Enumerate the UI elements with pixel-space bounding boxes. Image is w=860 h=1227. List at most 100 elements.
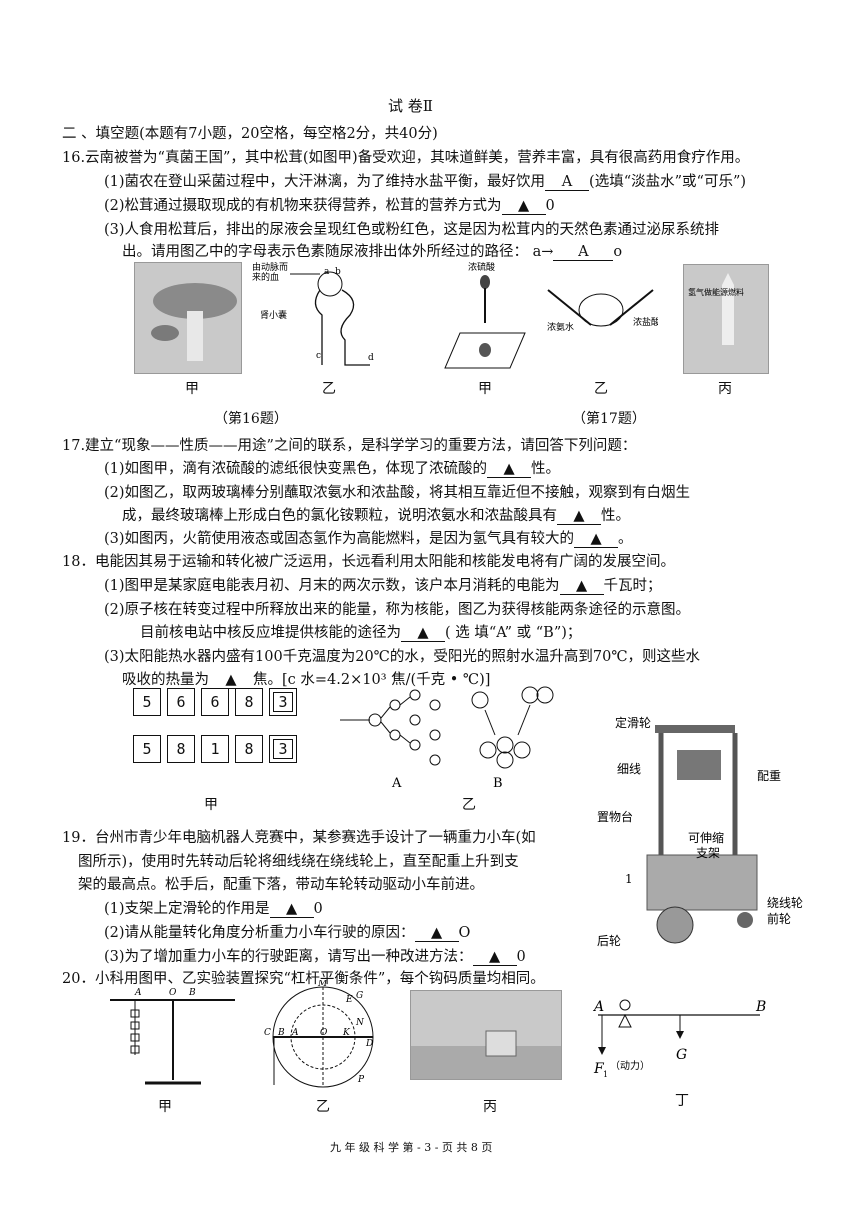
meter1-digit-1: 5 (133, 688, 161, 716)
car-label-rear: 后轮 (597, 934, 621, 948)
page-footer: 九 年 级 科 学 第 - 3 - 页 共 8 页 (330, 1141, 493, 1154)
q18-p2-text: 目前核电站中核反应堆提供核能的途径为 (140, 625, 401, 641)
kidney-b: b (335, 267, 341, 277)
lever-ding-svg: A B G F 1 （动力） (592, 999, 766, 1079)
rocket-label: 氢气做能源燃料 (688, 287, 744, 297)
kidney-d: d (368, 353, 374, 363)
q18-part2a: (2)原子核在转变过程中所释放出来的能量，称为核能，图乙为获得核能两条途径的示意… (104, 602, 691, 618)
car-label-reel: 绕线轮 (767, 896, 803, 910)
q19-part1: (1)支架上定滑轮的作用是▲0 (104, 897, 323, 918)
q19-stem-3: 架的最高点。松手后，配重下落，带动车轮转动驱动小车前进。 (78, 877, 484, 893)
q17-part3: (3)如图丙，火箭使用液态或固态氢作为高能燃料，是因为氢气具有较大的▲。 (104, 527, 633, 548)
q19-p1-answer: ▲ (269, 901, 314, 918)
q18-part1: (1)图甲是某家庭电能表月初、月末的两次示数，该户本月消耗的电能为▲千瓦时； (104, 574, 662, 595)
q17-part2a: (2)如图乙，取两玻璃棒分别蘸取浓氨水和浓盐酸，将其相互靠近但不接触，观察到有白… (104, 485, 691, 501)
q17-p2-tail: 性。 (601, 508, 630, 524)
kidney-label-3: 肾小囊 (260, 309, 287, 321)
q17-stem: 17.建立“现象——性质——用途”之间的联系，是科学学习的重要方法，请回答下列问… (62, 438, 637, 454)
q18-p1-tail: 千瓦时； (603, 578, 662, 594)
fig18-label-jia: 甲 (204, 797, 218, 813)
ammonia-label: 浓氨水 (547, 321, 574, 333)
car-label-pulley: 定滑轮 (615, 715, 651, 730)
mushroom-photo (134, 262, 242, 374)
car-label-stand2: 支架 (696, 846, 720, 860)
q16-p2-text: (2)松茸通过摄取现成的有机物来获得营养，松茸的营养方式为 (104, 198, 502, 214)
lever-yi-k: K (342, 1028, 351, 1038)
nephron-svg: 由动脉而 来的血 肾小囊 a b c d (252, 261, 374, 366)
q19-p2-tail: O (458, 925, 471, 941)
q17-p1-answer: ▲ (487, 461, 532, 478)
meter1-digit-5: 3 (269, 688, 297, 716)
q17-p3-tail: 。 (618, 531, 633, 547)
fig17-label-jia: 甲 (478, 381, 492, 397)
q19-p1-text: (1)支架上定滑轮的作用是 (104, 901, 270, 917)
fig20-label-ding: 丁 (675, 1093, 689, 1109)
meter2-digit-1: 5 (133, 735, 161, 763)
q18-p2-tail: ( 选 填“A” 或 “B”)； (445, 625, 582, 641)
lever-ding-f: F (593, 1061, 605, 1077)
lever-yi-svg: M E G C B A O K D N P (264, 979, 374, 1088)
lever-ding-g: G (676, 1047, 687, 1063)
nuclear-label-b: B (493, 776, 503, 791)
q18-p3-tail: 焦。[c 水=4.2×10³ 焦/(千克 • ℃)] (253, 672, 491, 688)
q18-part3a: (3)太阳能热水器内盛有100千克温度为20℃的水，受阳光的照射水温升高到70℃… (104, 649, 701, 665)
fig17-caption: （第17题） (572, 411, 646, 427)
fig16-label-yi: 乙 (322, 381, 336, 397)
fig20-label-yi: 乙 (316, 1099, 330, 1115)
meter2-digit-3: 1 (201, 735, 229, 763)
kidney-c: c (316, 351, 321, 361)
lever-jia: A O B (105, 985, 240, 1090)
lever-ding-b: B (755, 999, 766, 1015)
lever-ding-force: （动力） (610, 1059, 650, 1072)
nuclear-label-a: A (391, 776, 402, 791)
ammonia-svg: 浓氨水 浓盐酸 (547, 289, 660, 333)
rocket-photo: 氢气做能源燃料 (683, 264, 769, 374)
q17-part2b: 成，最终玻璃棒上形成白色的氯化铵颗粒，说明浓氨水和浓盐酸具有▲性。 (122, 504, 630, 525)
q18-p1-answer: ▲ (559, 578, 604, 595)
lever-yi: M E G C B A O K D N P (258, 979, 388, 1095)
lever-jia-b: B (188, 988, 196, 998)
lever-yi-m: M (317, 980, 328, 989)
q20-stem: 20．小科用图甲、乙实验装置探究“杠杆平衡条件”，每个钩码质量均相同。 (62, 971, 545, 987)
fig20-label-bing: 丙 (483, 1099, 497, 1115)
kidney-diagram: 由动脉而 来的血 肾小囊 a b c d (250, 260, 385, 375)
acid-svg: 浓硫酸 (444, 261, 526, 369)
q19-stem-2: 图所示)，使用时先转动后轮将细线绕在绕线轮上，直至配重上升到支 (78, 854, 519, 870)
lever-jia-o: O (169, 988, 177, 998)
lever-yi-n: N (355, 1018, 365, 1028)
section-title: 二 、填空题(本题有7小题，20空格，每空格2分，共40分) (62, 126, 438, 142)
car-label-thread: 细线 (617, 762, 641, 776)
nuclear-diagram: A B (340, 685, 570, 795)
q19-p3-tail: 0 (516, 949, 526, 965)
ammonia-diagram: 浓氨水 浓盐酸 (543, 270, 660, 370)
q16-p2-tail: 0 (545, 198, 555, 214)
fig16-caption: （第16题） (214, 411, 288, 427)
gravity-car-svg: 定滑轮 细线 配重 置物台 可伸缩 支架 1 绕线轮 前轮 后轮 (597, 715, 803, 948)
nuclear-svg: A B (340, 686, 554, 791)
q17-p3-text: (3)如图丙，火箭使用液态或固态氢作为高能燃料，是因为氢气具有较大的 (104, 531, 575, 547)
q16-part2: (2)松茸通过摄取现成的有机物来获得营养，松茸的营养方式为▲0 (104, 194, 555, 215)
q16-p1-answer: A (545, 174, 590, 191)
q16-p3-answer: A (553, 244, 614, 261)
gravity-car-figure: 定滑轮 细线 配重 置物台 可伸缩 支架 1 绕线轮 前轮 后轮 (595, 705, 845, 955)
lever-yi-o: O (320, 1028, 328, 1038)
rocket-image: 氢气做能源燃料 (688, 273, 744, 345)
q16-p3-text: 出。请用图乙中的字母表示色素随尿液排出体外所经过的路径： a→ (122, 244, 554, 260)
fig17-label-yi: 乙 (594, 381, 608, 397)
q19-p3-answer: ▲ (472, 949, 517, 966)
meter2-digit-2: 8 (167, 735, 195, 763)
fig17-label-bing: 丙 (718, 381, 732, 397)
lever-yi-a: A (291, 1028, 299, 1038)
lever-yi-d: D (365, 1039, 373, 1049)
q17-p2-answer: ▲ (557, 508, 601, 525)
lever-photo (410, 990, 562, 1080)
q18-p3-text: 吸收的热量为 (122, 672, 209, 688)
kidney-label-1: 由动脉而 (252, 261, 288, 273)
car-label-platform: 置物台 (597, 809, 633, 824)
lever-ding: A B G F 1 （动力） (590, 997, 770, 1082)
q19-p3-text: (3)为了增加重力小车的行驶距离，请写出一种改进方法： (104, 949, 473, 965)
meter2-digit-5: 3 (269, 735, 297, 763)
q18-stem: 18．电能因其易于运输和转化被广泛运用，长远看利用太阳能和核能发电将有广阔的发展… (62, 554, 675, 570)
